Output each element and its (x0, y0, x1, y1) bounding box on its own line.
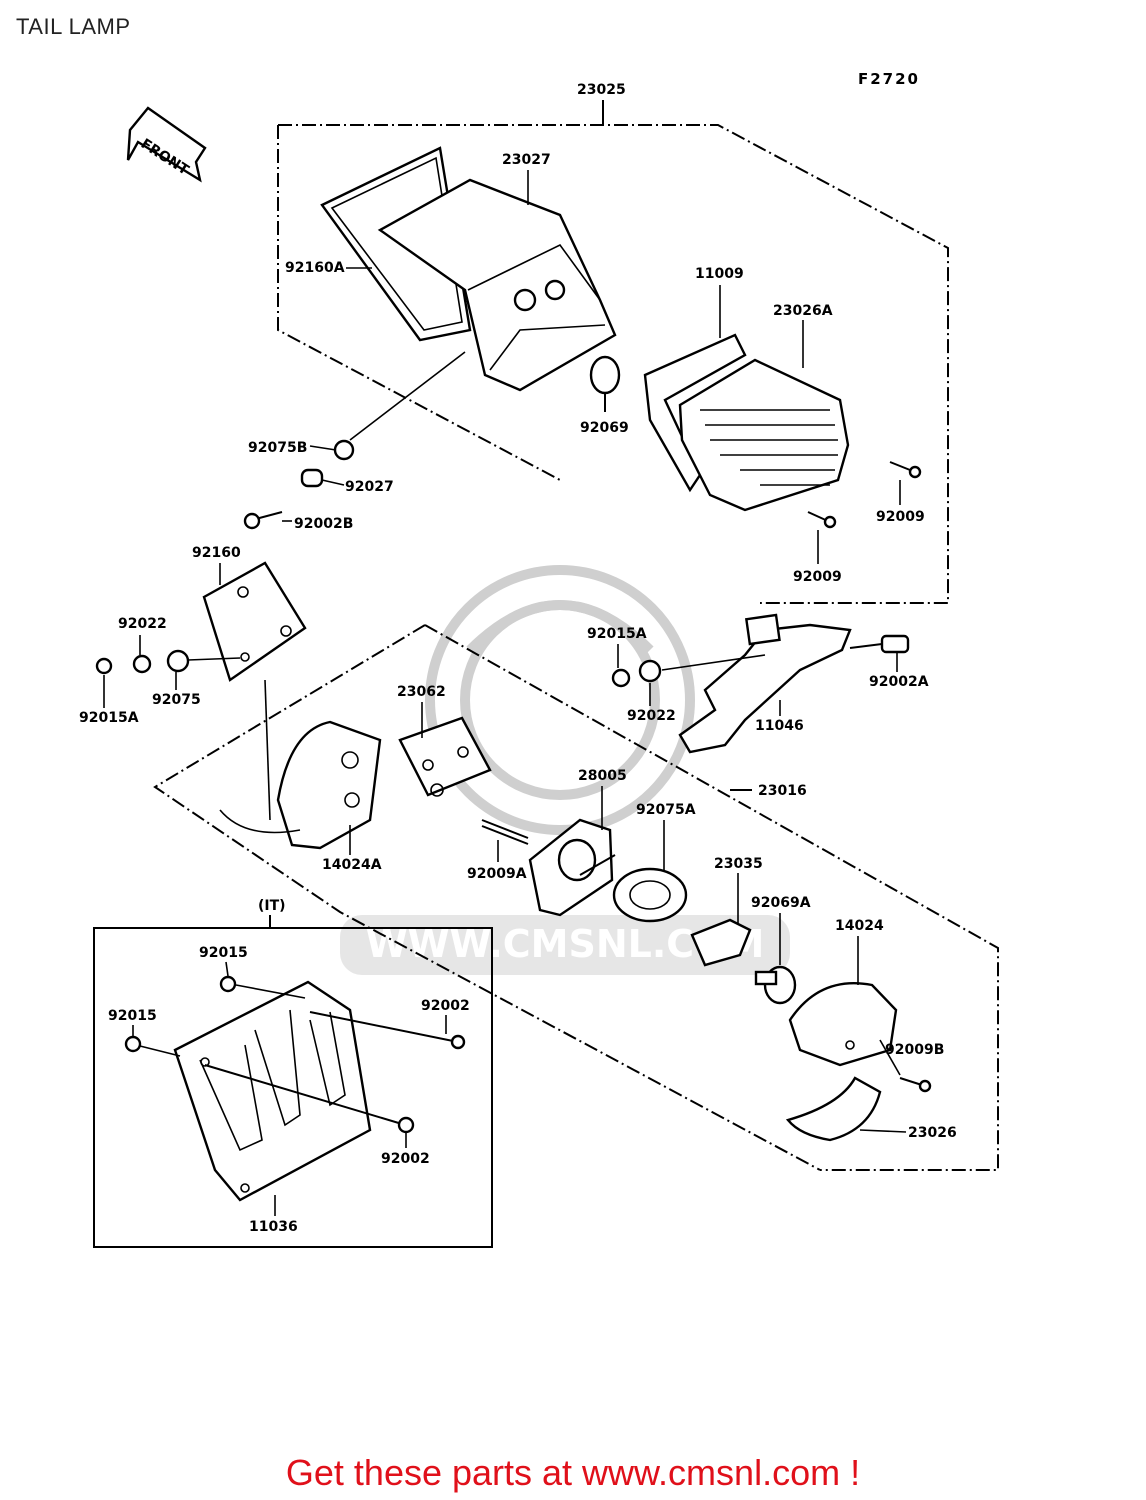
lens-grid-pattern (700, 409, 838, 486)
part-label: 92022 (627, 708, 676, 724)
part-label: 92027 (345, 479, 394, 495)
part-label: 92015A (587, 626, 647, 642)
figure-code: F2720 (858, 70, 920, 88)
part-label: 23025 (577, 82, 626, 98)
part-label: 28005 (578, 768, 627, 784)
page-title: TAIL LAMP (16, 14, 131, 39)
part-label: 92015A (79, 710, 139, 726)
part-label: 92009B (885, 1042, 944, 1058)
part-label: 92069A (751, 895, 811, 911)
part-label: 92002A (869, 674, 929, 690)
part-label: 23026 (908, 1125, 957, 1141)
part-label: 11009 (695, 266, 744, 282)
part-label: 23027 (502, 152, 551, 168)
part-label: 92075 (152, 692, 201, 708)
part-label: 23026A (773, 303, 833, 319)
part-label: 92009 (876, 509, 925, 525)
leader-lines (103, 170, 907, 1216)
part-label: 92075A (636, 802, 696, 818)
part-label: 23062 (397, 684, 446, 700)
part-label: 11046 (755, 718, 804, 734)
part-label: 14024A (322, 857, 382, 873)
part-label: 92002B (294, 516, 353, 532)
part-label: 92022 (118, 616, 167, 632)
part-label: 11036 (249, 1219, 298, 1235)
part-label: 92002 (421, 998, 470, 1014)
part-label: 92002 (381, 1151, 430, 1167)
part-label: 92015 (108, 1008, 157, 1024)
group-label-it: (IT) (258, 898, 286, 914)
part-label: 92160 (192, 545, 241, 561)
part-label: 92160A (285, 260, 345, 276)
part-label: 92069 (580, 420, 629, 436)
part-label: 92009 (793, 569, 842, 585)
part-label: 92009A (467, 866, 527, 882)
part-label: 23016 (758, 783, 807, 799)
front-arrow-icon: FRONT (126, 106, 207, 183)
footer-link-text[interactable]: Get these parts at www.cmsnl.com ! (285, 1452, 861, 1493)
part-label: 23035 (714, 856, 763, 872)
part-label: 92075B (248, 440, 307, 456)
part-label: 92015 (199, 945, 248, 961)
part-labels: 23025 23027 92160A 11009 23026A 92069 92… (79, 82, 957, 1235)
watermark-logo: WWW.CMSNL.COM (340, 565, 790, 975)
part-label: 14024 (835, 918, 884, 934)
